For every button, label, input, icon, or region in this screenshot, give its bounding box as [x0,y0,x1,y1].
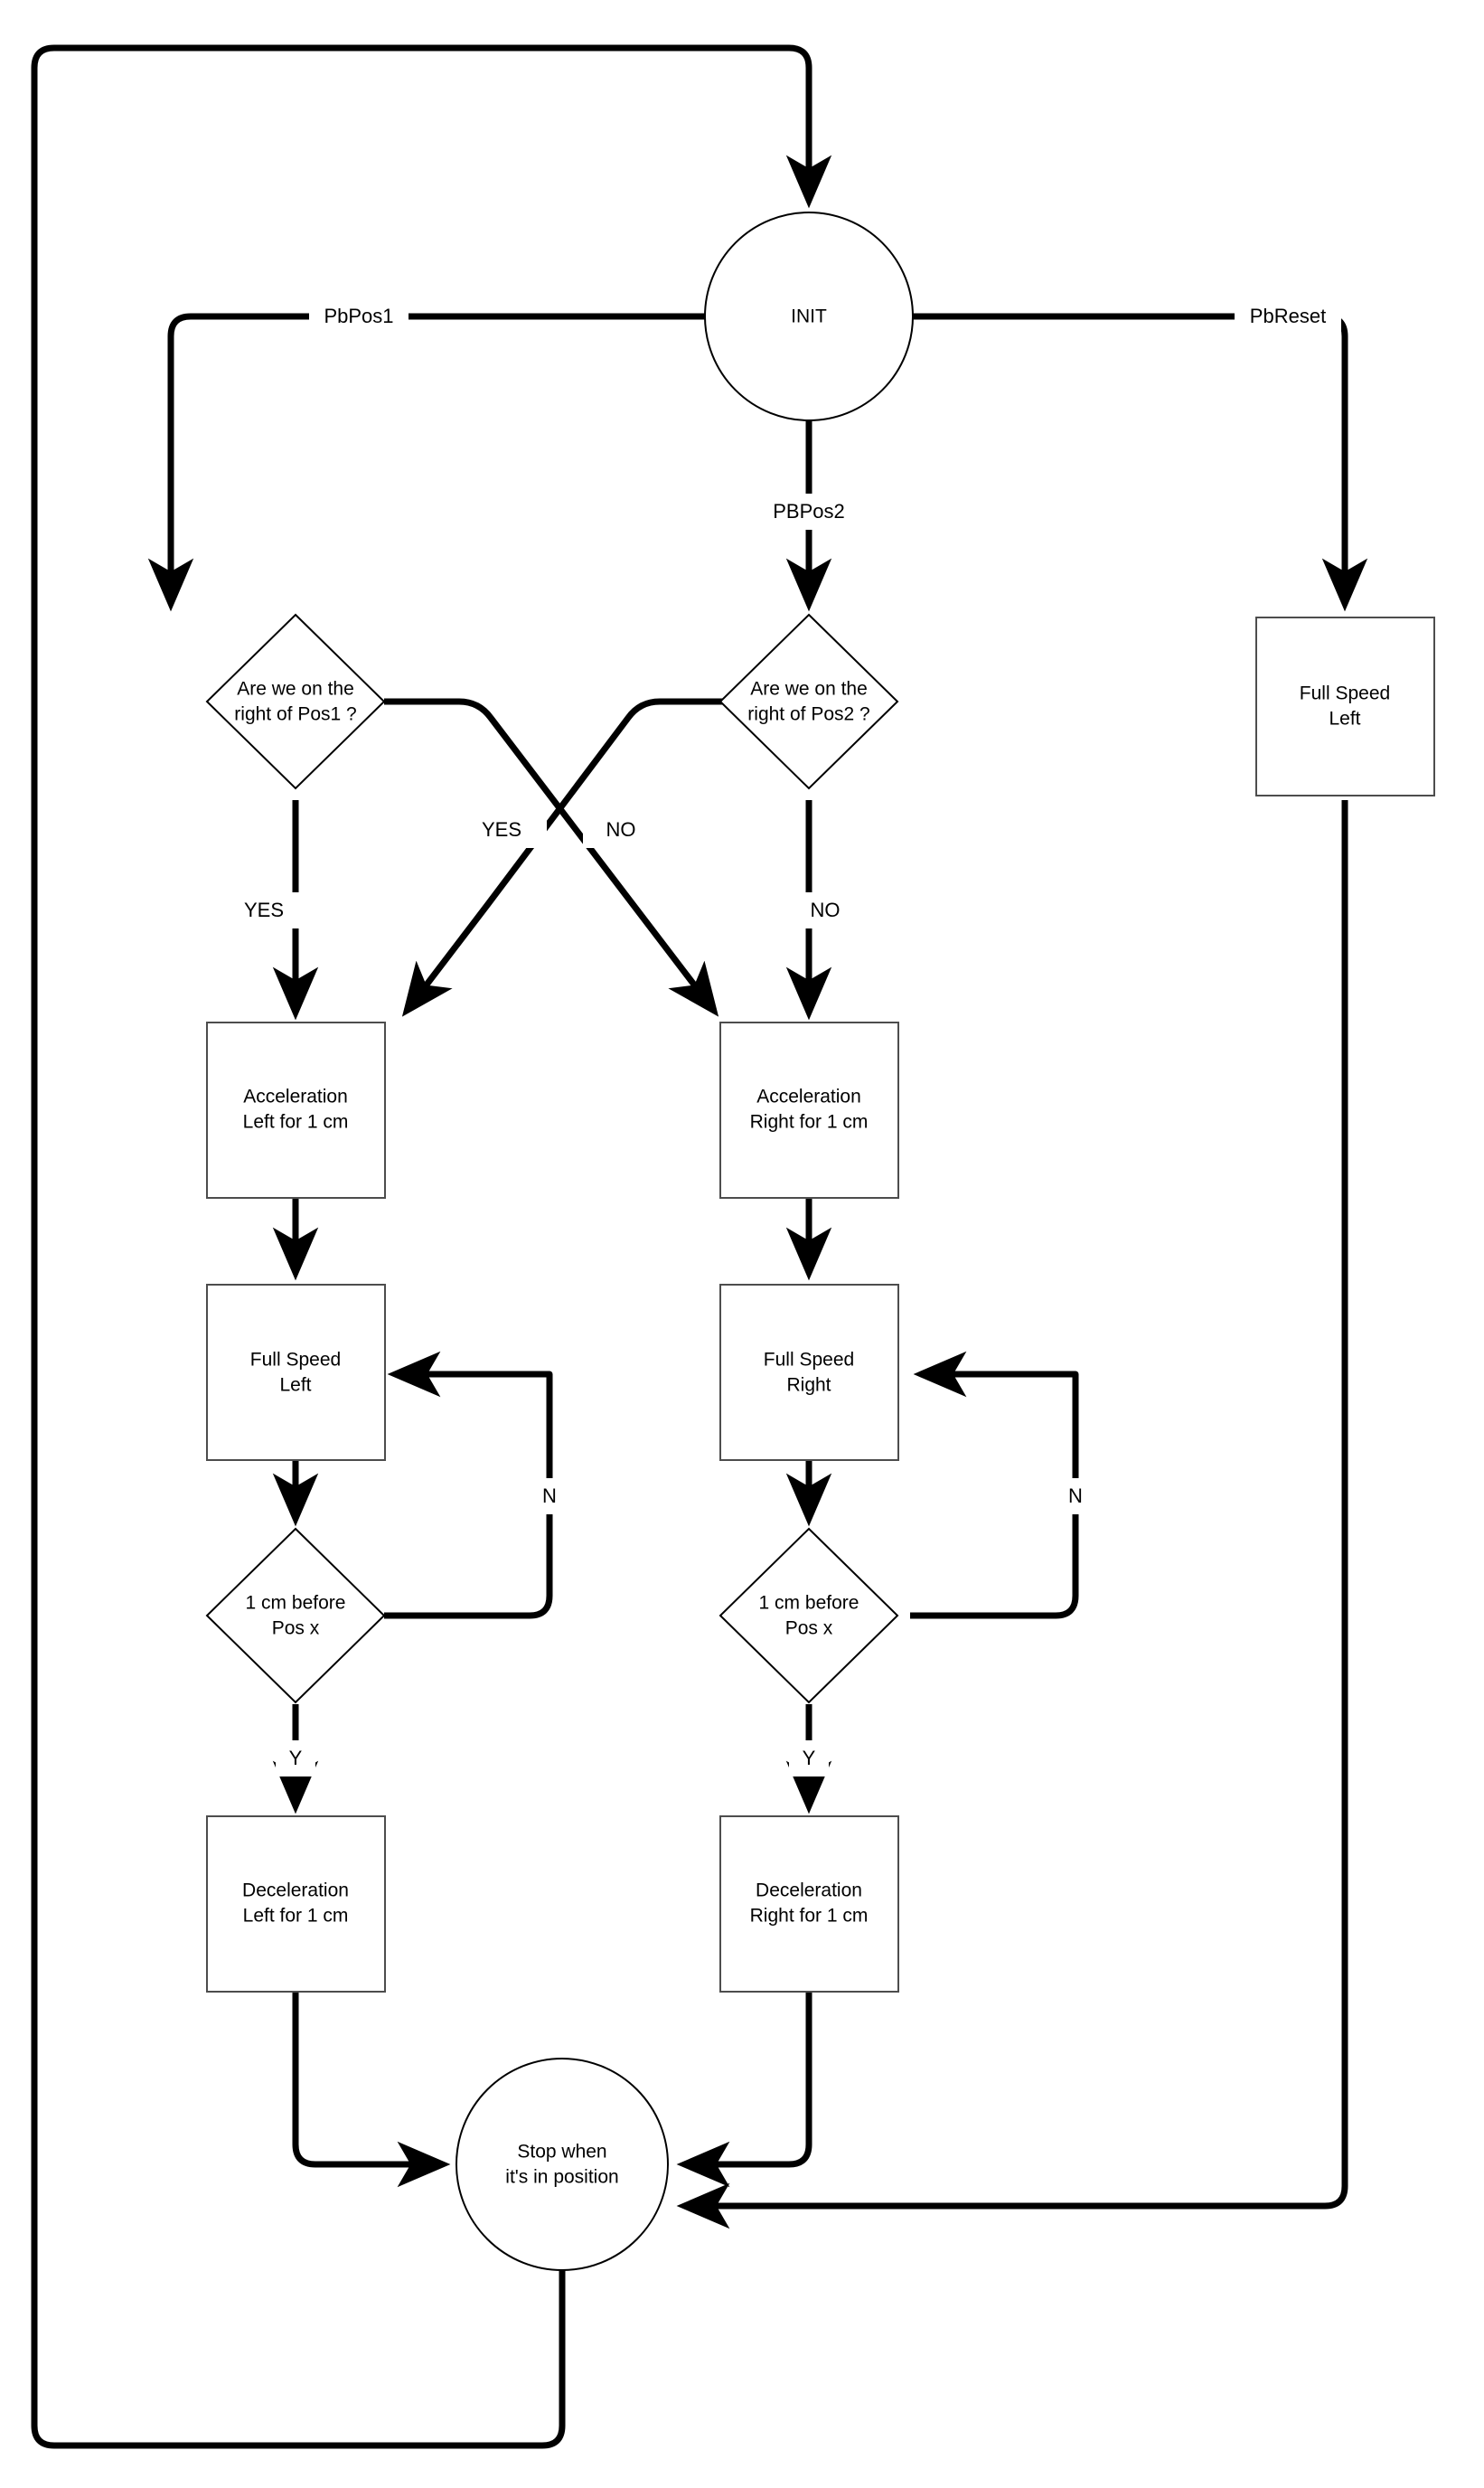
right-no-label-bg [787,892,863,928]
pbpos2-label-bg [755,494,863,530]
edge-init-to-decision-pos1 [147,313,705,612]
accel-left-rect [206,1022,386,1199]
full-speed-left-line1: Full Speed [250,1350,341,1371]
cross-no-label: NO [606,818,636,841]
pbpos1-label-bg [309,298,409,335]
decel-left-line1: Deceleration [242,1880,349,1901]
accel-right-rect [719,1022,899,1199]
reset-full-speed-left-line1: Full Speed [1300,683,1390,704]
check-left-line2: Pos x [272,1618,320,1639]
edge-label-right-loop-n: N [1056,1478,1095,1514]
left-loop-n-label-bg [530,1478,569,1514]
stop-line1: Stop when [517,2142,606,2163]
full-speed-left-line2: Left [279,1375,311,1396]
decel-left-line2: Left for 1 cm [243,1906,349,1927]
node-decel-right[interactable]: Deceleration Right for 1 cm [719,1815,899,1993]
full-speed-left-rect [206,1284,386,1461]
decision-pos1-diamond [205,613,386,790]
edge-label-pbreset: PbReset [1235,298,1341,335]
left-y-label-bg [276,1740,315,1776]
edge-init-to-reset-full-speed-left [913,313,1368,612]
edge-check-right-n-loop [910,1351,1079,1619]
node-full-speed-right[interactable]: Full Speed Right [719,1284,899,1461]
check-left-diamond [205,1527,386,1704]
edge-label-left-loop-n: N [530,1478,569,1514]
pbpos2-label: PBPos2 [773,500,845,523]
accel-right-line2: Right for 1 cm [750,1112,869,1133]
pbreset-label: PbReset [1250,305,1326,327]
pbpos1-label: PbPos1 [324,305,393,327]
decision-pos2-line1: Are we on the [750,679,868,700]
node-decel-left[interactable]: Deceleration Left for 1 cm [206,1815,386,1993]
decision-pos2-diamond [719,613,899,790]
edge-decision-pos1-no-to-accel-right [384,698,719,1017]
full-speed-right-rect [719,1284,899,1461]
edge-stop-to-init [31,44,832,2449]
node-init[interactable]: INIT [704,212,914,421]
decision-pos1-line1: Are we on the [237,679,354,700]
check-right-diamond [719,1527,899,1704]
node-accel-left[interactable]: Acceleration Left for 1 cm [206,1022,386,1199]
check-right-line2: Pos x [785,1618,833,1639]
edge-label-left-yes: YES [219,892,309,928]
init-circle [704,212,914,421]
node-decision-pos2[interactable]: Are we on the right of Pos2 ? [719,613,899,790]
decel-right-line2: Right for 1 cm [750,1906,869,1927]
node-full-speed-left[interactable]: Full Speed Left [206,1284,386,1461]
edge-label-pbpos1: PbPos1 [309,298,409,335]
check-right-line1: 1 cm before [759,1593,859,1614]
right-loop-n-label-bg [1056,1478,1095,1514]
right-no-label: NO [811,899,841,921]
node-decision-pos1[interactable]: Are we on the right of Pos1 ? [205,613,386,790]
edge-label-left-y: Y [276,1740,315,1776]
decision-pos1-line2: right of Pos1 ? [234,704,356,725]
check-left-line1: 1 cm before [246,1593,346,1614]
accel-right-line1: Acceleration [756,1087,861,1107]
decel-right-line1: Deceleration [756,1880,862,1901]
accel-left-line2: Left for 1 cm [243,1112,349,1133]
node-accel-right[interactable]: Acceleration Right for 1 cm [719,1022,899,1199]
node-check-left[interactable]: 1 cm before Pos x [205,1527,386,1704]
left-yes-label: YES [244,899,284,921]
edge-label-cross-yes: YES [456,812,547,848]
right-loop-n-label: N [1068,1484,1083,1507]
accel-left-line1: Acceleration [243,1087,348,1107]
right-y-label-bg [789,1740,829,1776]
edge-decel-right-to-stop [676,1992,812,2188]
full-speed-right-line1: Full Speed [764,1350,854,1371]
left-loop-n-label: N [542,1484,557,1507]
stop-line2: it's in position [505,2167,618,2188]
edge-label-pbpos2: PBPos2 [755,494,863,530]
edge-label-right-y: Y [789,1740,829,1776]
left-y-label: Y [289,1747,303,1769]
pbreset-label-bg [1235,298,1341,335]
decel-right-rect [719,1815,899,1993]
edge-label-right-no: NO [787,892,863,928]
decision-pos2-line2: right of Pos2 ? [747,704,869,725]
right-y-label: Y [803,1747,816,1769]
edge-label-cross-no: NO [583,812,659,848]
node-stop[interactable]: Stop when it's in position [456,2058,669,2271]
init-label: INIT [791,306,827,327]
reset-full-speed-left-rect [1255,617,1435,796]
node-reset-full-speed-left[interactable]: Full Speed Left [1255,617,1435,796]
cross-yes-label: YES [482,818,521,841]
edge-reset-full-speed-left-to-stop [676,800,1348,2229]
edge-check-left-n-loop [384,1351,553,1619]
reset-full-speed-left-line2: Left [1329,709,1360,730]
decel-left-rect [206,1815,386,1993]
stop-circle [456,2058,669,2271]
edge-decision-pos2-yes-to-accel-left [401,698,732,1017]
cross-yes-label-bg [456,812,547,848]
edge-decel-left-to-stop [292,1992,451,2188]
left-yes-label-bg [219,892,309,928]
full-speed-right-line2: Right [786,1375,831,1396]
cross-no-label-bg [583,812,659,848]
node-check-right[interactable]: 1 cm before Pos x [719,1527,899,1704]
